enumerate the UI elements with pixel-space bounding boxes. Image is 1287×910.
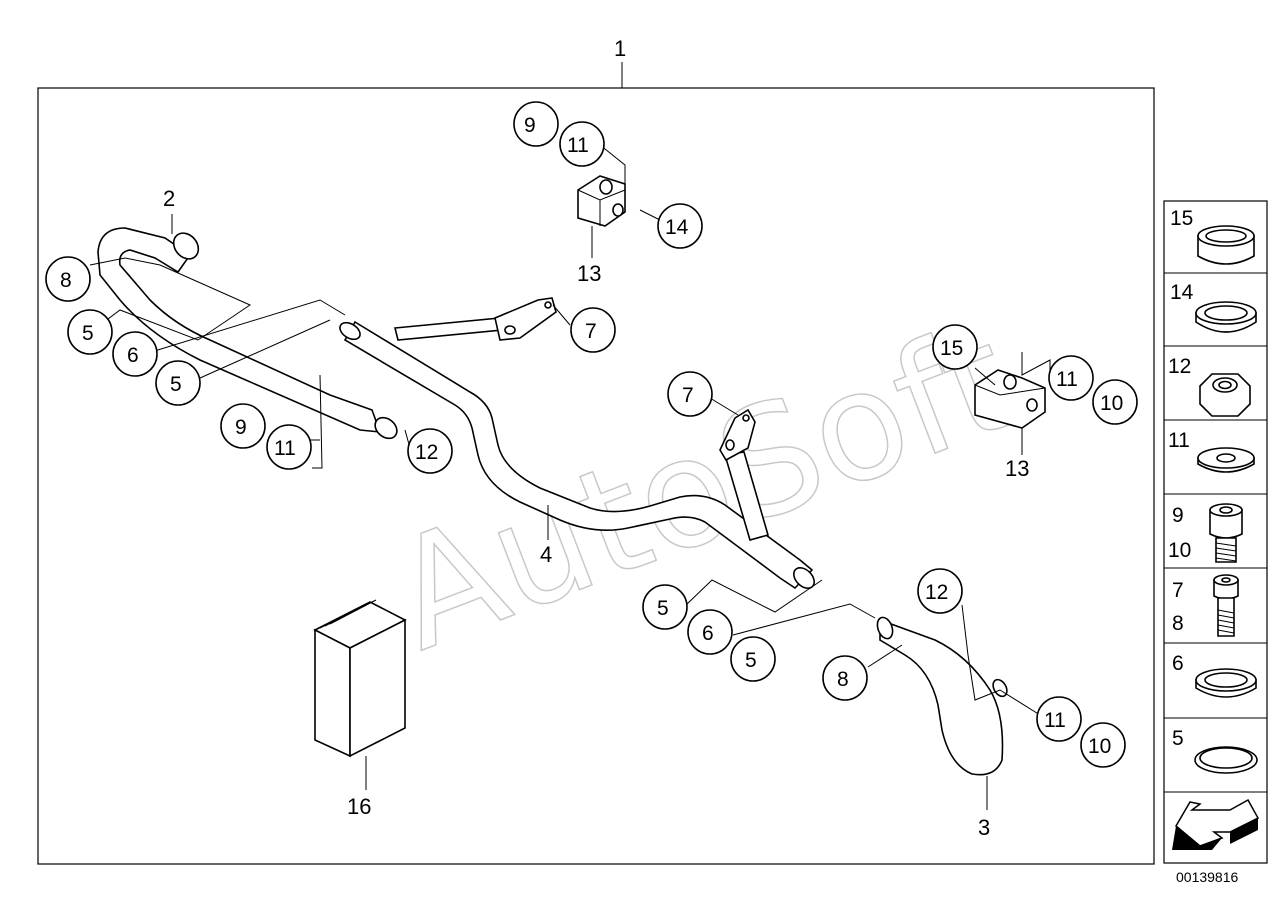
svg-text:14: 14 bbox=[665, 216, 689, 239]
callout-11-right: 11 bbox=[1048, 355, 1094, 401]
callout-5-right-b: 5 bbox=[730, 636, 776, 682]
pipe-left-label: 2 bbox=[163, 186, 175, 211]
frame-label: 1 bbox=[614, 36, 626, 61]
svg-text:5: 5 bbox=[170, 373, 182, 396]
callout-6-right: 6 bbox=[687, 609, 733, 655]
svg-text:12: 12 bbox=[1168, 355, 1191, 378]
svg-text:7: 7 bbox=[682, 384, 694, 407]
o-ring-icon bbox=[1194, 746, 1258, 774]
svg-text:8: 8 bbox=[60, 269, 72, 292]
legend-item-9-10: 9 10 bbox=[1168, 503, 1243, 563]
right-pipe[interactable] bbox=[875, 615, 1010, 776]
callouts: 9 11 14 8 5 6 5 9 11 12 7 15 11 10 7 5 6… bbox=[45, 101, 1138, 768]
legend-item-5: 5 bbox=[1172, 727, 1258, 774]
svg-text:15: 15 bbox=[1170, 207, 1193, 230]
svg-text:10: 10 bbox=[1100, 392, 1123, 415]
callout-8-right: 8 bbox=[822, 655, 868, 701]
left-pipe[interactable] bbox=[97, 227, 401, 443]
svg-text:5: 5 bbox=[657, 597, 669, 620]
manual-book[interactable] bbox=[313, 599, 407, 758]
svg-text:5: 5 bbox=[82, 322, 94, 345]
svg-text:8: 8 bbox=[837, 668, 849, 691]
pipe-right-label: 3 bbox=[978, 815, 990, 840]
ring-icon bbox=[1195, 668, 1257, 698]
callout-14-top: 14 bbox=[657, 203, 703, 249]
legend-item-7-8: 7 8 bbox=[1172, 574, 1239, 637]
svg-text:14: 14 bbox=[1170, 281, 1194, 304]
ring-icon bbox=[1195, 301, 1257, 333]
svg-text:10: 10 bbox=[1168, 539, 1191, 562]
legend-item-11: 11 bbox=[1168, 429, 1255, 473]
svg-text:6: 6 bbox=[127, 344, 139, 367]
legend-item-6: 6 bbox=[1172, 652, 1257, 698]
svg-text:5: 5 bbox=[745, 649, 757, 672]
callout-11-bottom: 11 bbox=[1036, 696, 1082, 742]
legend-item-14: 14 bbox=[1170, 281, 1257, 333]
svg-text:8: 8 bbox=[1172, 612, 1184, 635]
callout-9-left: 9 bbox=[220, 403, 266, 449]
callout-7-top: 7 bbox=[570, 307, 616, 353]
washer-icon bbox=[1197, 447, 1255, 473]
callout-11-left: 11 bbox=[266, 424, 312, 470]
socket-screw-icon bbox=[1209, 503, 1243, 563]
svg-text:12: 12 bbox=[925, 581, 948, 604]
bolt-icon bbox=[1213, 574, 1239, 637]
svg-text:9: 9 bbox=[235, 416, 247, 439]
svg-text:5: 5 bbox=[1172, 727, 1184, 750]
svg-text:6: 6 bbox=[1172, 652, 1184, 675]
callout-5-left-b: 5 bbox=[155, 360, 201, 406]
callout-5-right-a: 5 bbox=[642, 584, 688, 630]
legend-panel: 15 14 12 11 bbox=[1163, 200, 1268, 864]
main-frame bbox=[37, 87, 1155, 865]
svg-text:11: 11 bbox=[1168, 429, 1190, 452]
legend-frame bbox=[1163, 200, 1268, 864]
svg-text:15: 15 bbox=[940, 337, 963, 360]
bracket-right-label: 13 bbox=[1005, 456, 1029, 481]
svg-text:11: 11 bbox=[1044, 709, 1066, 732]
callout-10-bottom: 10 bbox=[1080, 722, 1126, 768]
bracket-top[interactable] bbox=[577, 175, 626, 227]
callout-6-left: 6 bbox=[112, 331, 158, 377]
callout-7-right: 7 bbox=[667, 371, 713, 417]
callout-11-top: 11 bbox=[559, 121, 605, 167]
svg-text:7: 7 bbox=[1172, 579, 1184, 602]
crossmember-label: 4 bbox=[540, 542, 552, 567]
svg-text:12: 12 bbox=[415, 441, 438, 464]
bracket-right[interactable] bbox=[974, 369, 1046, 429]
callout-9-top: 9 bbox=[513, 101, 559, 147]
callout-8-left: 8 bbox=[45, 256, 91, 302]
callout-5-left-a: 5 bbox=[67, 309, 113, 355]
manual-label: 16 bbox=[347, 794, 371, 819]
svg-text:10: 10 bbox=[1088, 735, 1111, 758]
upper-strut[interactable] bbox=[393, 297, 557, 341]
svg-text:9: 9 bbox=[524, 114, 536, 137]
svg-text:9: 9 bbox=[1172, 504, 1184, 527]
hex-nut-icon bbox=[1199, 373, 1251, 417]
callout-15-right: 15 bbox=[932, 324, 978, 370]
svg-text:11: 11 bbox=[567, 134, 589, 157]
callout-12-left: 12 bbox=[407, 428, 453, 474]
legend-item-12: 12 bbox=[1168, 355, 1251, 417]
right-strut[interactable] bbox=[719, 408, 769, 541]
svg-text:11: 11 bbox=[1056, 368, 1078, 391]
legend-item-15: 15 bbox=[1170, 207, 1255, 265]
svg-text:6: 6 bbox=[702, 622, 714, 645]
leader-lines bbox=[89, 144, 1051, 716]
bracket-top-label: 13 bbox=[577, 261, 601, 286]
sleeve-icon bbox=[1197, 225, 1255, 265]
part-number: 00139816 bbox=[1176, 869, 1239, 885]
svg-text:11: 11 bbox=[274, 437, 296, 460]
callout-12-right: 12 bbox=[917, 568, 963, 614]
svg-text:7: 7 bbox=[585, 320, 597, 343]
arrow-icon bbox=[1172, 798, 1260, 850]
callout-10-right: 10 bbox=[1092, 379, 1138, 425]
legend-item-arrow bbox=[1172, 798, 1260, 850]
